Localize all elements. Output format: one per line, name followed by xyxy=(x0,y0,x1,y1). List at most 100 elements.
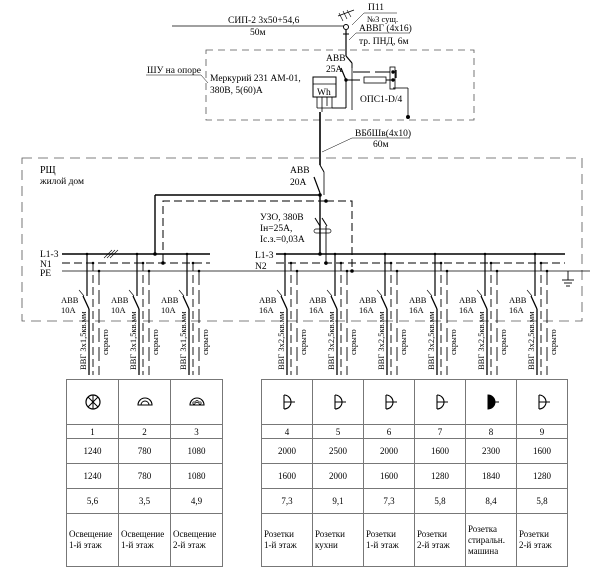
installed-power: 2500 xyxy=(312,438,364,464)
panel-title: РЩ xyxy=(40,165,56,176)
calculated-power: 1280 xyxy=(516,463,568,489)
meter-breaker-rating: 25А xyxy=(326,65,343,75)
bus-n-left-label: N1 xyxy=(40,260,52,270)
current-value: 9,1 xyxy=(312,488,364,514)
breaker-switch-icon xyxy=(330,295,338,310)
calculated-power: 1840 xyxy=(465,463,517,489)
circuit-number: 3 xyxy=(170,424,223,439)
breaker-rating: 10А xyxy=(161,305,177,315)
breaker-switch-icon xyxy=(530,295,538,310)
socket-icon xyxy=(262,390,312,414)
ceiling-light-icon xyxy=(119,390,170,414)
socket-icon xyxy=(313,390,363,414)
main-breaker-and-rcd xyxy=(154,164,353,268)
calculated-power: 1080 xyxy=(170,463,223,489)
phase-mark xyxy=(476,289,483,297)
meter-rating: 380В, 5(60)А xyxy=(210,85,263,96)
meter-icon xyxy=(312,76,337,98)
pole-mark-icon xyxy=(337,9,355,17)
rcd-coil-icon xyxy=(313,228,332,234)
circuit-number: 5 xyxy=(312,424,364,439)
feeder-cable-label: ВБбШв(4х10) xyxy=(355,128,411,139)
breaker-brand: ABB xyxy=(259,295,277,305)
breaker-rating: 16А xyxy=(259,305,275,315)
drop-note-label: тр. ПНД, 6м xyxy=(359,37,408,47)
meter-breaker-switch-icon xyxy=(345,55,353,64)
feeder-length-label: 60м xyxy=(373,140,389,150)
breaker-brand: ABB xyxy=(61,295,79,305)
symbol-cell xyxy=(363,379,415,425)
cable-label: ВВГ 3х1,5кв.мм xyxy=(178,311,188,370)
breaker-brand: ABB xyxy=(161,295,179,305)
surge-protector-icon xyxy=(363,76,387,84)
symbol-cell xyxy=(261,379,313,425)
breaker-switch-icon xyxy=(82,295,90,310)
circuit-number: 9 xyxy=(516,424,568,439)
bus-l-right-label: L1-3 xyxy=(255,251,274,261)
circuit-number: 4 xyxy=(261,424,313,439)
calculated-power: 1280 xyxy=(414,463,466,489)
cable-label: ВВГ 3х1,5кв.мм xyxy=(128,311,138,370)
phase-mark xyxy=(376,289,383,297)
current-value: 7,3 xyxy=(363,488,415,514)
phase-mark xyxy=(128,289,135,297)
phase-mark xyxy=(326,289,333,297)
symbol-row xyxy=(261,379,568,425)
overhead-cable-label: СИП-2 3х50+54,6 xyxy=(228,16,300,26)
circuit-number: 6 xyxy=(363,424,415,439)
pole-connection-icon xyxy=(343,24,349,30)
route-label: скрыто xyxy=(298,329,308,355)
breaker-brand: ABB xyxy=(111,295,129,305)
route-label: скрыто xyxy=(200,329,210,355)
calculated-power: 780 xyxy=(118,463,171,489)
main-breaker-rating: 20А xyxy=(290,178,307,188)
breaker-switch-icon xyxy=(182,295,190,310)
calculated-power: 2000 xyxy=(312,463,364,489)
breaker-rating: 16А xyxy=(309,305,325,315)
circuit-number: 7 xyxy=(414,424,466,439)
cable-label: ВВГ 3х2,5кв.мм xyxy=(426,311,436,370)
current-value: 3,5 xyxy=(118,488,171,514)
bus-pe-label: PE xyxy=(40,269,51,279)
symbol-cell xyxy=(66,379,119,425)
route-label: скрыто xyxy=(398,329,408,355)
cable-label: ВВГ 3х2,5кв.мм xyxy=(326,311,336,370)
pole-label: П11 xyxy=(368,3,384,13)
symbol-cell xyxy=(312,379,364,425)
rcd-line2: Iн=25А, xyxy=(260,224,292,234)
breaker-brand: ABB xyxy=(359,295,377,305)
panel-subtitle: жилой дом xyxy=(39,176,84,187)
breaker-brand: ABB xyxy=(509,295,527,305)
meter-model: Меркурий 231 АМ-01, xyxy=(210,73,301,84)
socket-icon xyxy=(415,390,465,414)
route-label: скрыто xyxy=(498,329,508,355)
socket-icon xyxy=(517,390,567,414)
breaker-brand: ABB xyxy=(409,295,427,305)
symbol-cell xyxy=(516,379,568,425)
breaker-rating: 16А xyxy=(409,305,425,315)
meter-symbol: Wh xyxy=(317,88,331,98)
current-value: 4,9 xyxy=(170,488,223,514)
breaker-rating: 10А xyxy=(111,305,127,315)
installed-power: 780 xyxy=(118,438,171,464)
light-cross-icon xyxy=(67,390,118,414)
pole-note: №3 сущ. xyxy=(367,14,398,24)
installed-power: 2000 xyxy=(363,438,415,464)
single-line-diagram: П11 №3 сущ. СИП-2 3х50+54,6 50м АВВГ (4х… xyxy=(21,3,590,375)
